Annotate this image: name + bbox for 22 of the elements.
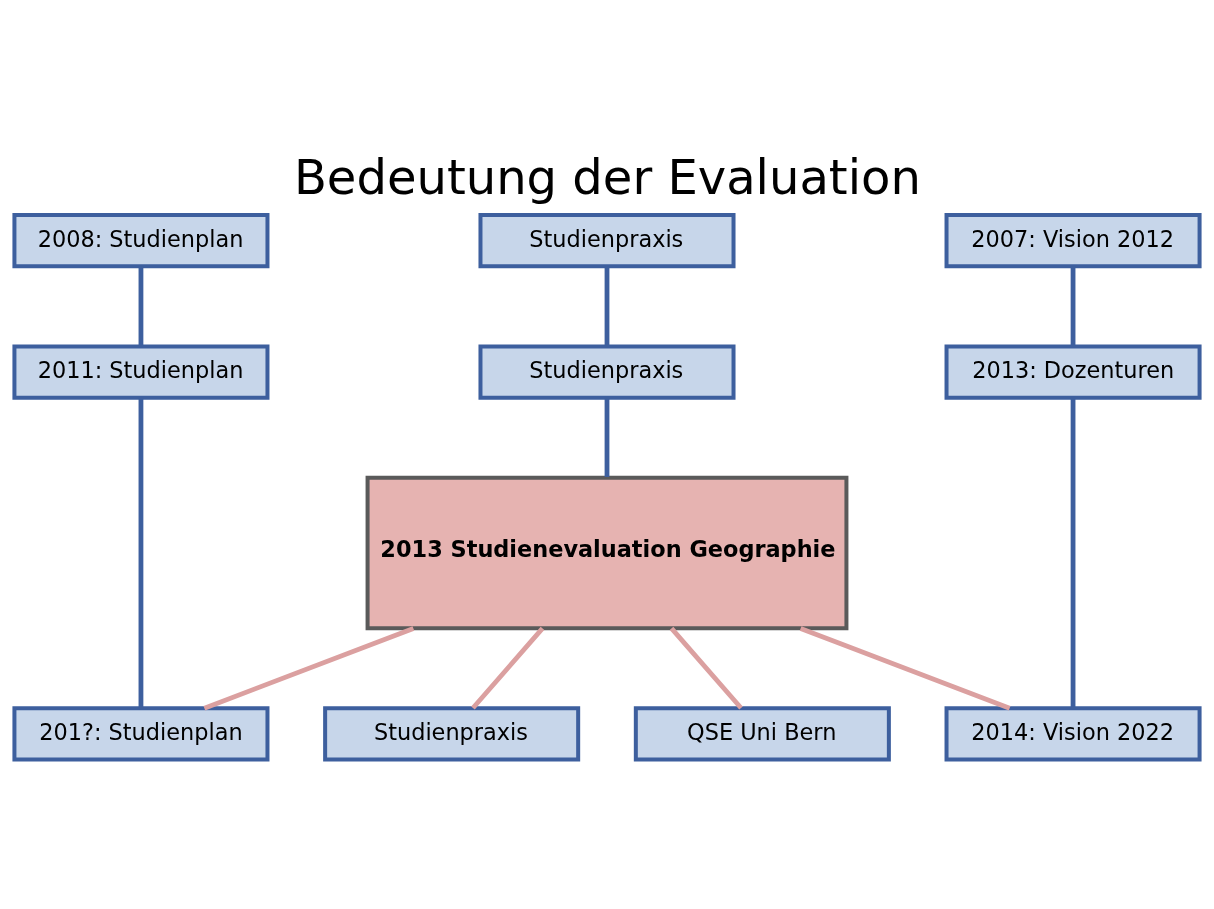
node-box: 2013 Studienevaluation Geographie bbox=[365, 475, 849, 631]
connector bbox=[1070, 398, 1076, 709]
node-box: 2011: Studienplan bbox=[12, 344, 270, 400]
connector bbox=[799, 626, 1011, 711]
connector bbox=[203, 626, 415, 711]
node-box: QSE Uni Bern bbox=[633, 706, 891, 762]
node-box: Studienpraxis bbox=[478, 344, 736, 400]
connector bbox=[138, 266, 144, 346]
connector bbox=[604, 266, 610, 346]
node-box: 2008: Studienplan bbox=[12, 213, 270, 269]
node-box: Studienpraxis bbox=[478, 213, 736, 269]
node-box: 2007: Vision 2012 bbox=[944, 213, 1202, 269]
connector bbox=[1070, 266, 1076, 346]
connector bbox=[669, 626, 743, 710]
diagram-title: Bedeutung der Evaluation bbox=[293, 149, 921, 206]
connector bbox=[138, 398, 144, 709]
node-box: 201?: Studienplan bbox=[12, 706, 270, 762]
connector bbox=[471, 626, 545, 710]
node-box: 2014: Vision 2022 bbox=[944, 706, 1202, 762]
node-box: Studienpraxis bbox=[323, 706, 581, 762]
node-box: 2013: Dozenturen bbox=[944, 344, 1202, 400]
connector bbox=[604, 398, 610, 477]
